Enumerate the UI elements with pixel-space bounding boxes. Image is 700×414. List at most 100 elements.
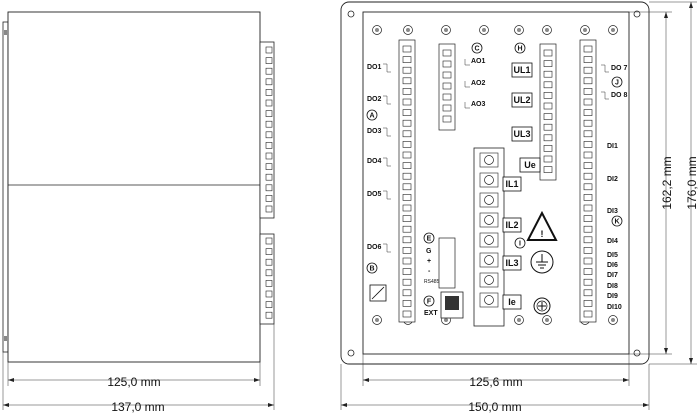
terminal-pin	[583, 162, 593, 169]
label-ao3: AO3	[471, 101, 486, 108]
terminal-pin	[543, 92, 553, 99]
flange-hole-tl	[347, 10, 355, 18]
screw-icon	[479, 25, 489, 35]
terminal-pin	[583, 194, 593, 201]
flange-hole-tr	[633, 10, 641, 18]
side-pin	[265, 248, 273, 255]
terminal-pin	[583, 300, 593, 307]
side-pin	[265, 78, 273, 86]
label-di9: DI9	[607, 293, 618, 300]
svg-text:UL2: UL2	[513, 95, 530, 105]
svg-text:UL1: UL1	[513, 65, 530, 75]
terminal-pin	[402, 130, 412, 138]
label-di5: DI5	[607, 252, 618, 259]
side-pin	[265, 237, 273, 245]
side-connector-upper	[259, 41, 275, 219]
svg-text:H: H	[517, 46, 522, 53]
terminal-pin	[402, 98, 412, 106]
terminal-pin	[402, 77, 412, 85]
side-pin	[265, 57, 273, 64]
label-ao2: AO2	[471, 80, 486, 87]
label-do4: DO4	[367, 158, 382, 165]
screw-icon	[580, 25, 590, 35]
side-pin	[265, 280, 273, 287]
svg-text:IL2: IL2	[505, 220, 518, 230]
section-marker-h: H	[514, 42, 526, 54]
section-marker-i: I	[514, 237, 526, 249]
terminal-pin	[402, 204, 412, 212]
screw-icon	[514, 315, 524, 325]
screw-icon	[542, 25, 552, 35]
label-ao1: AO1	[471, 58, 486, 65]
side-pin	[265, 301, 273, 308]
terminal-pin	[583, 236, 593, 244]
side-connector-lower	[259, 233, 275, 325]
dim-front-inner-width: 125,6 mm	[469, 375, 522, 389]
svg-text:A: A	[369, 113, 374, 120]
terminal-screw-icon	[479, 292, 499, 308]
terminal-pin	[543, 145, 553, 152]
screw-icon	[514, 25, 524, 35]
section-marker-k: K	[611, 215, 623, 227]
dim-side-width: 125,0 mm	[107, 375, 160, 389]
terminal-pin	[402, 247, 412, 254]
terminal-pin	[583, 247, 593, 254]
terminal-pin	[402, 183, 412, 191]
label-di3: DI3	[607, 208, 618, 215]
terminal-pin	[442, 115, 452, 123]
terminal-pin	[402, 310, 412, 318]
label-di7: DI7	[607, 272, 618, 279]
dim-front-inner-height: 162,2 mm	[660, 156, 674, 209]
terminal-screw-icon	[479, 252, 499, 268]
screw-icon	[372, 25, 382, 35]
terminal-pin	[583, 141, 593, 148]
terminal-pin	[583, 130, 593, 138]
terminal-pin	[402, 268, 412, 275]
svg-text:E: E	[427, 236, 432, 243]
section-marker-f: F	[423, 295, 435, 307]
side-pin	[265, 46, 273, 54]
label-do8: DO 8	[611, 92, 627, 99]
svg-text:B: B	[369, 266, 374, 273]
connector-ao	[438, 43, 456, 131]
label-di2: DI2	[607, 176, 618, 183]
connector-di	[579, 39, 597, 323]
screw-icon	[403, 25, 413, 35]
label-ext: EXT	[424, 310, 438, 317]
earth-ground-icon	[530, 250, 554, 274]
terminal-pin	[583, 151, 593, 159]
terminal-pin	[583, 268, 593, 275]
terminal-pin	[543, 81, 553, 89]
side-pin	[265, 89, 273, 96]
terminal-pin	[402, 215, 412, 222]
terminal-pin	[583, 278, 593, 286]
label-rs485: RS485	[424, 279, 440, 285]
dim-side-total: 137,0 mm	[111, 400, 164, 414]
side-flange-screw-top	[4, 30, 7, 35]
terminal-pin	[583, 109, 593, 116]
svg-text:Ue: Ue	[524, 160, 536, 170]
terminal-pin	[402, 45, 412, 53]
screw-icon	[372, 315, 382, 325]
side-pin	[265, 120, 273, 128]
svg-text:!: !	[541, 229, 544, 239]
label-do1: DO1	[367, 64, 382, 71]
terminal-pin	[583, 257, 593, 265]
screw-icon	[542, 315, 552, 325]
terminal-pin	[583, 215, 593, 222]
label-di4: DI4	[607, 238, 618, 245]
terminal-pin	[442, 60, 452, 68]
terminal-pin	[402, 119, 412, 127]
terminal-pin	[442, 49, 452, 57]
side-pin	[265, 205, 273, 213]
label-do3: DO3	[367, 128, 382, 135]
svg-text:IL3: IL3	[505, 258, 518, 268]
terminal-pin	[583, 98, 593, 106]
terminal-pin	[402, 289, 412, 297]
side-pin	[265, 142, 273, 149]
side-flange-screw-bottom	[4, 336, 7, 341]
current-input-il3: IL3	[502, 255, 522, 271]
side-pin	[265, 195, 273, 202]
voltage-input-ue: Ue	[519, 157, 541, 173]
